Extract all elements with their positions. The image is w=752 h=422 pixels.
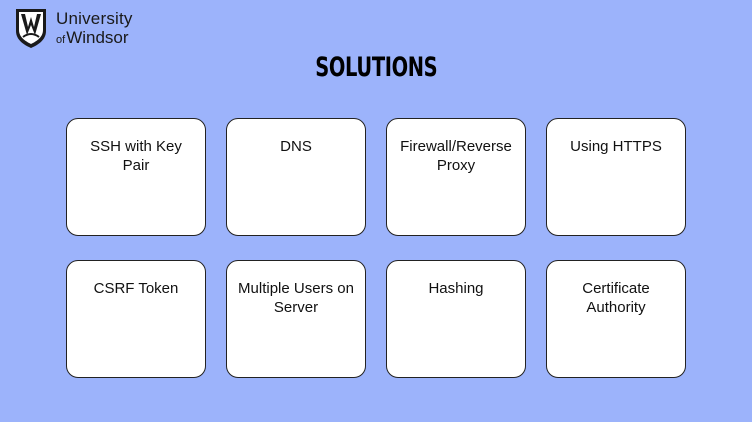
- logo-of: of: [56, 34, 66, 46]
- card-label: DNS: [280, 138, 312, 155]
- solution-card-multiple-users: Multiple Users on Server: [226, 260, 366, 378]
- solution-card-certificate: Certificate Authority: [546, 260, 686, 378]
- solution-card-dns: DNS: [226, 118, 366, 236]
- logo-line-university: University: [56, 9, 133, 28]
- solution-card-hashing: Hashing: [386, 260, 526, 378]
- solution-card-firewall: Firewall/Reverse Proxy: [386, 118, 526, 236]
- card-label: Firewall/Reverse Proxy: [400, 138, 512, 174]
- university-logo: University ofWindsor: [14, 7, 133, 49]
- card-label: Using HTTPS: [570, 138, 662, 155]
- shield-icon: [16, 9, 46, 48]
- card-label: SSH with Key Pair: [90, 138, 182, 174]
- slide-title: SOLUTIONS: [315, 52, 438, 83]
- card-label: Certificate Authority: [582, 280, 650, 316]
- logo-line-windsor: ofWindsor: [56, 29, 133, 46]
- card-label: CSRF Token: [93, 280, 179, 297]
- solution-card-ssh: SSH with Key Pair: [66, 118, 206, 236]
- card-label: Multiple Users on Server: [238, 280, 354, 316]
- card-label: Hashing: [428, 280, 484, 297]
- solution-card-csrf: CSRF Token: [66, 260, 206, 378]
- logo-windsor: Windsor: [66, 28, 129, 47]
- solution-card-https: Using HTTPS: [546, 118, 686, 236]
